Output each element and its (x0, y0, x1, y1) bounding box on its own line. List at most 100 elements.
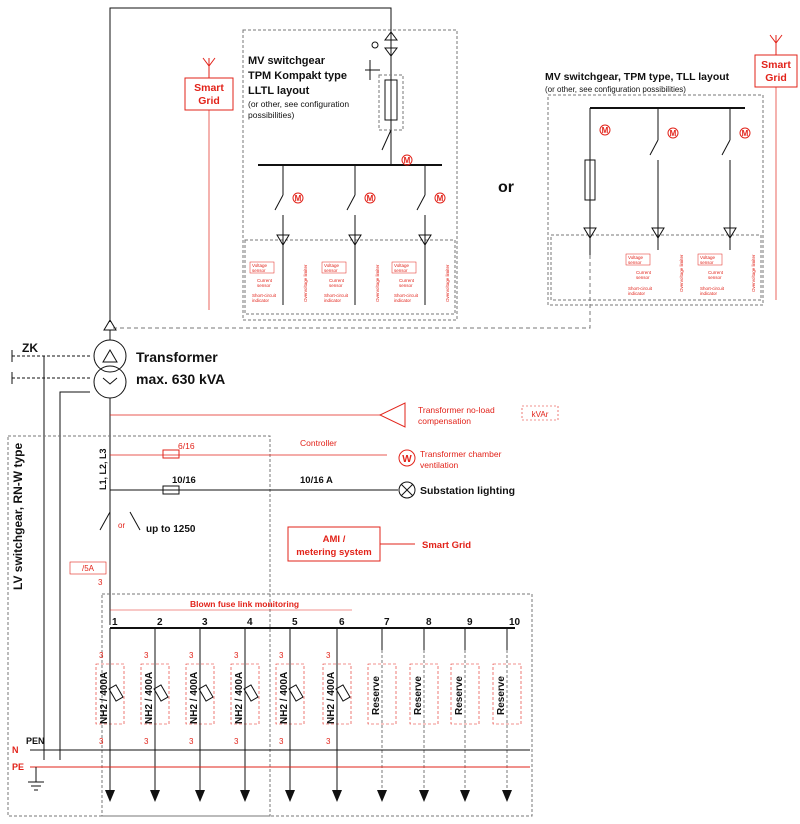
ct-count: 3 (98, 578, 103, 587)
current-sensor-label: sensor (399, 283, 413, 288)
transformer-rating: max. 630 kVA (136, 371, 225, 387)
ct-mark: 3 (144, 651, 149, 660)
fuse-10-16: 10/16 (172, 475, 196, 486)
feeder-number: 9 (467, 617, 473, 628)
ct-mark: 3 (99, 651, 104, 660)
outgoing-arrow-icon (377, 790, 387, 802)
mv-tll-note: (or other, see configuration possibiliti… (545, 85, 686, 94)
fuse-6-16: 6/16 (178, 441, 195, 451)
lltl-bay-2: M (346, 165, 376, 305)
phases-label: L1, L2, L3 (98, 448, 108, 490)
smart-grid-left-line1: Smart (194, 82, 224, 94)
motor-label: M (602, 126, 609, 135)
current-sensor-label: Current (708, 270, 724, 275)
voltage-sensor-label: Voltage (394, 263, 410, 268)
mv-lltl-title-2: TPM Kompakt type (248, 70, 347, 82)
outgoing-arrow-icon (419, 790, 429, 802)
ct-mark: 3 (144, 737, 149, 746)
current-sensor-label: sensor (708, 275, 722, 280)
switch-or-label: or (118, 521, 125, 530)
feeder-number: 7 (384, 617, 390, 628)
substation-lighting: 10/16 10/16 A Substation lighting (110, 475, 515, 499)
smart-grid-right-line2: Grid (765, 72, 787, 84)
neutral-earth: N PE PEN (12, 736, 530, 791)
feeder-number: 1 (112, 617, 118, 628)
feeder-label: Reserve (413, 676, 424, 715)
voltage-sensor-label: Voltage (700, 255, 716, 260)
mv-lltl-note-1: (or other, see configuration (248, 99, 349, 109)
antenna-icon (769, 34, 783, 55)
current-sensor-label: Current (636, 270, 652, 275)
n-label: N (12, 745, 19, 755)
mv-switchgear-lltl: M M M M (109, 7, 458, 322)
short-circuit-label: Short-circuit (628, 286, 653, 291)
kvar-label: kVAr (532, 410, 549, 419)
controller-label: Controller (300, 438, 337, 448)
outgoing-arrow-icon (332, 790, 342, 802)
ventilation-icon: W (402, 454, 412, 465)
feeder-label: Reserve (496, 676, 507, 715)
ami-line2: metering system (296, 547, 372, 558)
overvoltage-label: Overvoltage limiter (303, 264, 308, 302)
current-sensor-label: Current (329, 278, 345, 283)
tll-bay-2: M (721, 108, 751, 250)
voltage-sensor-label: Voltage (628, 255, 644, 260)
lighting-label: Substation lighting (420, 485, 515, 497)
ct-mark: 3 (99, 737, 104, 746)
feeder-number: 5 (292, 617, 298, 628)
feeder-label: Reserve (454, 676, 465, 715)
motor-label: M (367, 194, 374, 203)
voltage-sensor-label: sensor (252, 268, 266, 273)
outgoing-arrow-icon (502, 790, 512, 802)
pen-label: PEN (26, 736, 45, 746)
current-sensor-label: sensor (257, 283, 271, 288)
outgoing-arrow-icon (240, 790, 250, 802)
voltage-sensor-label: Voltage (252, 263, 268, 268)
lamp-icon (398, 481, 416, 499)
or-label: or (498, 179, 514, 196)
feeder-label: NH2 / 400A (279, 672, 290, 724)
outgoing-arrow-icon (285, 790, 295, 802)
ct-mark: 3 (189, 737, 194, 746)
voltage-sensor-label: sensor (700, 260, 714, 265)
ventilation: 6/16 Controller W Transformer chamber ve… (110, 438, 502, 470)
mv-lltl-title-3: LLTL layout (248, 85, 310, 97)
main-rating: up to 1250 (146, 524, 196, 535)
feeder-number: 3 (202, 617, 208, 628)
mv-lltl-title-1: MV switchgear (248, 55, 326, 67)
mv-tll-title: MV switchgear, TPM type, TLL layout (545, 71, 730, 83)
lv-switchgear: LV switchgear, RN-W type (7, 435, 533, 817)
voltage-sensor-label: Voltage (324, 263, 340, 268)
short-circuit-label: Short-circuit (394, 293, 419, 298)
lighting-fuse: 10/16 A (300, 475, 333, 486)
pe-label: PE (12, 762, 24, 772)
lv-switchgear-label: LV switchgear, RN-W type (11, 443, 25, 590)
overvoltage-label: Overvoltage limiter (751, 254, 756, 292)
lltl-bay-1: M (274, 165, 304, 305)
feeder-label: NH2 / 400A (99, 672, 110, 724)
short-circuit-label: Short-circuit (252, 293, 277, 298)
current-sensor-label: Current (399, 278, 415, 283)
smart-grid-left-line2: Grid (198, 95, 220, 107)
smart-grid-right-line1: Smart (761, 59, 791, 71)
ami-metering: AMI / metering system Smart Grid (287, 526, 471, 562)
ami-smart-grid: Smart Grid (422, 540, 471, 551)
antenna-icon (202, 57, 216, 78)
motor-label: M (404, 156, 411, 165)
overvoltage-label: Overvoltage limiter (445, 264, 450, 302)
zk-label: ZK (22, 341, 38, 355)
voltage-sensor-label: sensor (628, 260, 642, 265)
motor-label: M (742, 129, 749, 138)
motor-label: M (437, 194, 444, 203)
ventilation-line1: Transformer chamber (420, 449, 502, 459)
compensation: Transformer no-load compensation kVAr (110, 402, 559, 428)
